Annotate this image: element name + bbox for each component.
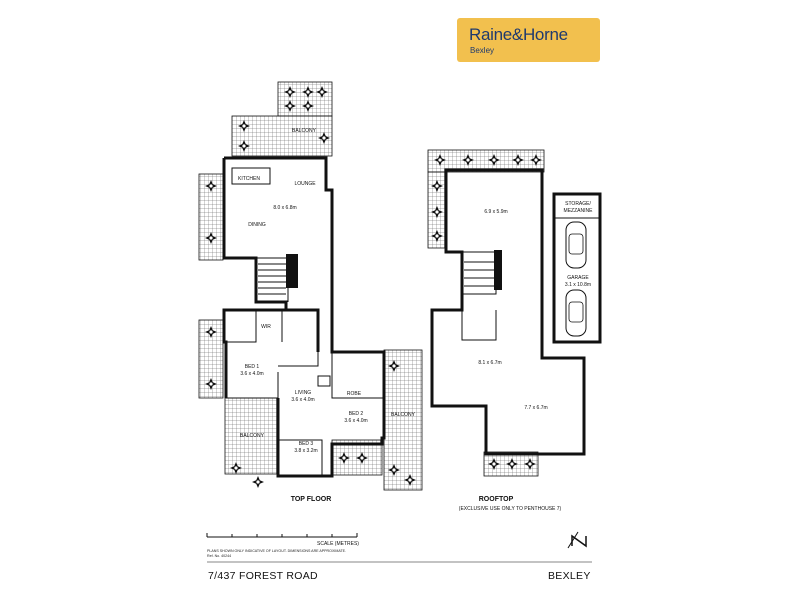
scale-label: SCALE (METRES) bbox=[317, 541, 359, 547]
top-floor-walls bbox=[222, 156, 386, 478]
top-floor-balconies bbox=[198, 81, 423, 491]
top-floor-title: TOP FLOOR bbox=[291, 496, 332, 503]
agency-brand: Raine&Horne bbox=[469, 25, 568, 44]
label-living-dims: 3.6 x 4.0m bbox=[291, 397, 314, 403]
label-balcony-east: BALCONY bbox=[391, 412, 416, 418]
property-suburb: BEXLEY bbox=[548, 570, 591, 582]
label-bed2-dims: 3.6 x 4.0m bbox=[344, 418, 367, 424]
label-bed1-dims: 3.6 x 4.0m bbox=[240, 371, 263, 377]
label-wir: WIR bbox=[261, 324, 271, 330]
label-bed1: BED 1 bbox=[245, 364, 260, 370]
car-icon bbox=[565, 289, 587, 337]
rooftop-subtitle: (EXCLUSIVE USE ONLY TO PENTHOUSE 7) bbox=[459, 506, 562, 512]
label-rooftop-mid-dims: 8.1 x 6.7m bbox=[478, 360, 501, 366]
north-arrow-icon bbox=[567, 531, 587, 549]
property-address: 7/437 FOREST ROAD bbox=[208, 570, 318, 582]
label-rooftop-top-dims: 6.9 x 5.9m bbox=[484, 209, 507, 215]
label-bed2: BED 2 bbox=[349, 411, 364, 417]
label-lounge: LOUNGE bbox=[294, 181, 316, 187]
label-lounge-dims: 8.0 x 6.8m bbox=[273, 205, 296, 211]
label-living: LIVING bbox=[295, 390, 312, 396]
disclaimer-ref: Ref. No. 40244 bbox=[207, 554, 231, 558]
label-mezzanine: MEZZANINE bbox=[564, 208, 594, 214]
agency-logo: Raine&Horne Bexley bbox=[457, 18, 600, 62]
top-floor-stairs bbox=[258, 263, 286, 295]
label-garage: GARAGE bbox=[567, 275, 589, 281]
rooftop-walls bbox=[430, 168, 586, 456]
rooftop-planters bbox=[427, 149, 545, 477]
label-bed3-dims: 3.8 x 3.2m bbox=[294, 448, 317, 454]
disclaimer-line1: PLANS SHOWN ONLY INDICATIVE OF LAYOUT. D… bbox=[207, 549, 346, 553]
label-bed3: BED 3 bbox=[299, 441, 314, 447]
label-garage-dims: 3.1 x 10.8m bbox=[565, 282, 591, 288]
label-kitchen: KITCHEN bbox=[238, 176, 260, 182]
label-balcony-north: BALCONY bbox=[292, 128, 317, 134]
garage bbox=[552, 192, 602, 344]
scale-bar bbox=[206, 533, 358, 538]
label-rooftop-low-dims: 7.7 x 6.7m bbox=[524, 405, 547, 411]
car-icon bbox=[565, 221, 587, 269]
rooftop-title: ROOFTOP bbox=[479, 496, 514, 503]
label-robe: ROBE bbox=[347, 391, 362, 397]
label-storage: STORAGE/ bbox=[565, 201, 591, 207]
label-dining: DINING bbox=[248, 222, 266, 228]
agency-office: Bexley bbox=[470, 46, 495, 55]
label-balcony-south: BALCONY bbox=[240, 433, 265, 439]
